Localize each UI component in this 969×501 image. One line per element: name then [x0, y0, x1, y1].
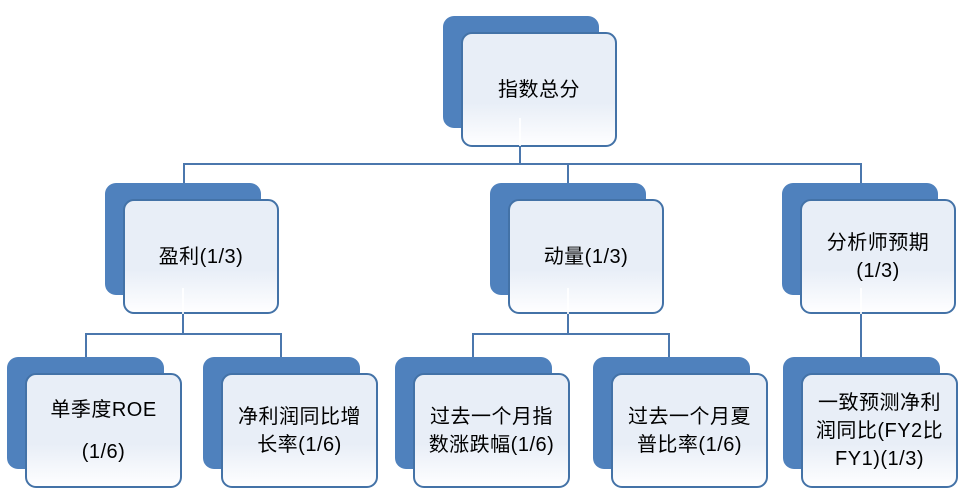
node-card: 过去一个月夏 普比率(1/6): [611, 373, 768, 488]
node-one-month-sharpe-ratio: 过去一个月夏 普比率(1/6): [593, 357, 768, 488]
node-consensus-net-profit-yoy: 一致预测净利 润同比(FY2比 FY1)(1/3): [783, 357, 958, 488]
connector: [85, 333, 87, 358]
connector: [183, 163, 862, 165]
node-label: 指数总分: [498, 78, 580, 101]
node-label: 一致预测净利 润同比(FY2比 FY1)(1/3): [815, 391, 944, 470]
node-card: 指数总分: [461, 32, 617, 147]
node-card: 分析师预期 (1/3): [800, 199, 956, 314]
connector: [519, 145, 521, 164]
node-quarterly-roe: 单季度ROE (1/6): [7, 357, 182, 488]
node-momentum: 动量(1/3): [490, 183, 664, 314]
connector: [860, 313, 862, 358]
connector: [668, 333, 670, 358]
node-index-total-score: 指数总分: [443, 16, 617, 147]
connector: [472, 333, 474, 358]
connector: [472, 333, 670, 335]
connector: [860, 163, 862, 184]
connector: [567, 163, 569, 184]
node-label: 单季度ROE (1/6): [50, 398, 157, 463]
node-profit: 盈利(1/3): [105, 183, 279, 314]
connector-ghost: [860, 288, 862, 314]
node-card: 过去一个月指 数涨跌幅(1/6): [413, 373, 570, 488]
connector: [183, 163, 185, 184]
node-card: 盈利(1/3): [123, 199, 279, 314]
node-net-profit-yoy-growth: 净利润同比增 长率(1/6): [203, 357, 378, 488]
node-label: 过去一个月指 数涨跌幅(1/6): [428, 405, 555, 456]
connector-ghost: [519, 118, 521, 146]
node-card: 单季度ROE (1/6): [25, 373, 182, 488]
node-card: 动量(1/3): [508, 199, 664, 314]
node-label: 动量(1/3): [543, 245, 629, 268]
connector: [182, 313, 184, 333]
node-card: 净利润同比增 长率(1/6): [221, 373, 378, 488]
connector: [280, 333, 282, 358]
connector: [85, 333, 282, 335]
node-label: 分析师预期 (1/3): [826, 231, 930, 282]
node-label: 过去一个月夏 普比率(1/6): [628, 405, 751, 456]
node-label: 净利润同比增 长率(1/6): [238, 405, 361, 456]
connector-ghost: [567, 288, 569, 314]
node-analyst-expectation: 分析师预期 (1/3): [782, 183, 956, 314]
node-card: 一致预测净利 润同比(FY2比 FY1)(1/3): [801, 373, 958, 488]
connector: [567, 313, 569, 333]
connector-ghost: [182, 288, 184, 314]
node-label: 盈利(1/3): [158, 245, 244, 268]
node-one-month-index-return: 过去一个月指 数涨跌幅(1/6): [395, 357, 570, 488]
